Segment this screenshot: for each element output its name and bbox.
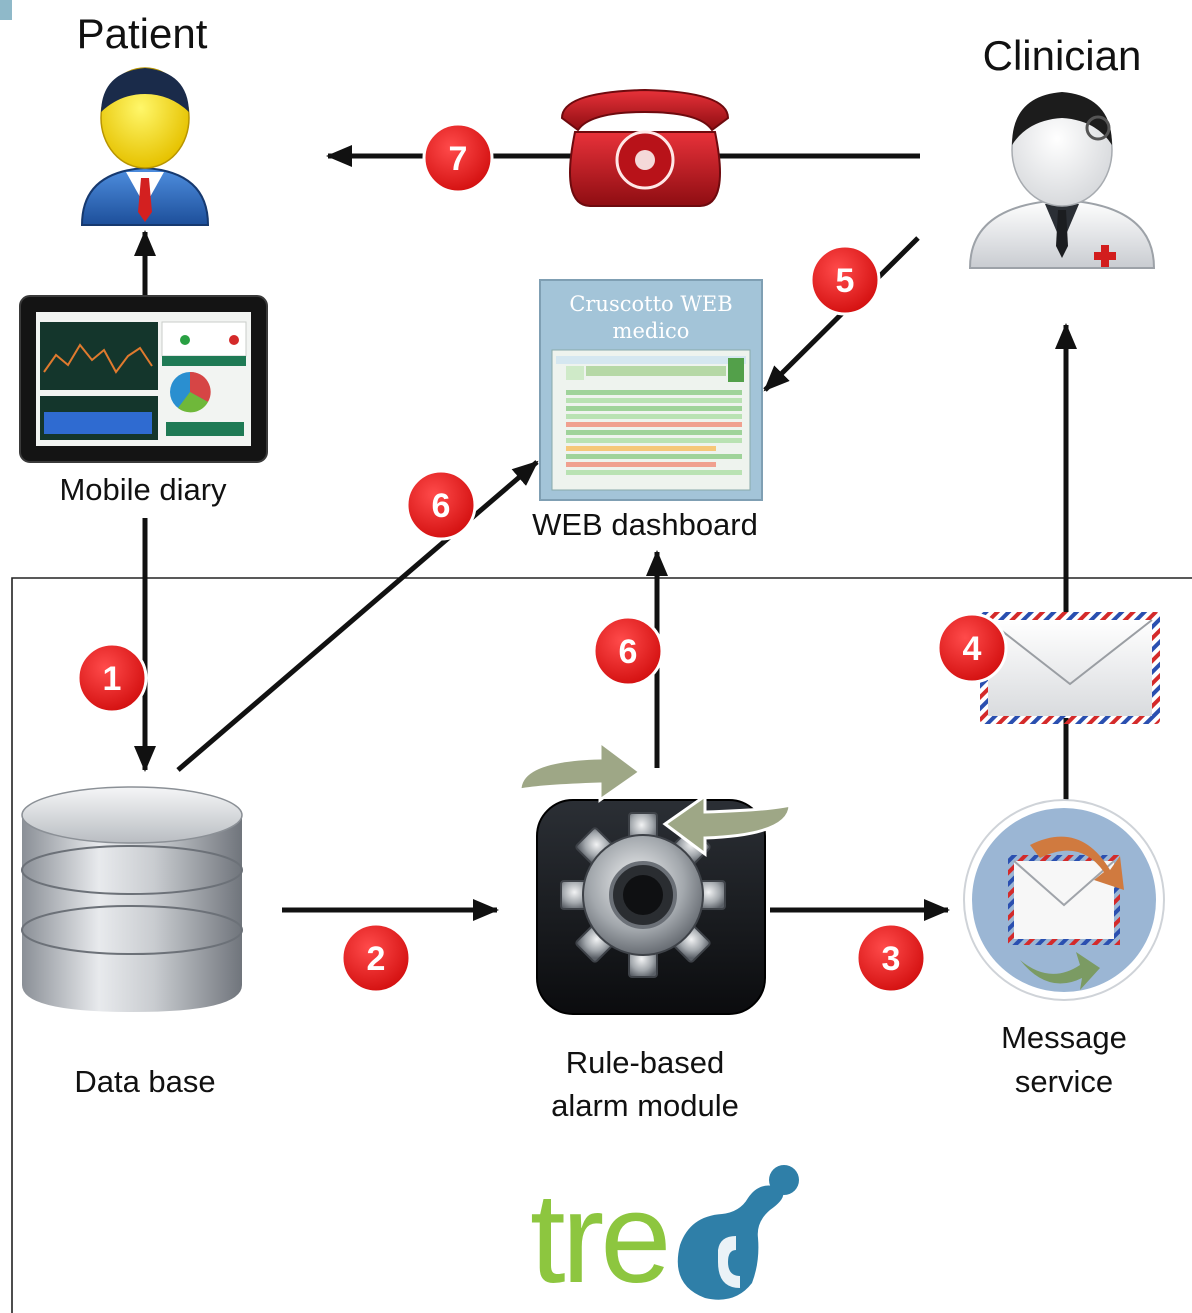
step-badge-5: 5 xyxy=(809,244,881,316)
step-badge-1: 1 xyxy=(76,642,148,714)
cycle-arrow-lower xyxy=(662,793,792,857)
email-envelope-icon xyxy=(980,612,1160,724)
svg-text:3: 3 xyxy=(882,940,901,978)
corner-tab xyxy=(0,0,12,20)
step-badge-6-database: 6 xyxy=(405,469,477,541)
step-badge-2: 2 xyxy=(340,922,412,994)
cycle-arrow-upper xyxy=(518,739,643,803)
dashboard-rows xyxy=(556,356,746,475)
web-dashboard-screen: Cruscotto WEB medico xyxy=(539,279,763,501)
svg-text:6: 6 xyxy=(619,633,638,671)
step-badge-3: 3 xyxy=(855,922,927,994)
svg-text:5: 5 xyxy=(836,262,855,300)
clinician-label: Clinician xyxy=(983,32,1142,79)
alarm-module-label-line2: alarm module xyxy=(551,1088,739,1123)
message-service-icon xyxy=(963,799,1165,1001)
mobile-diary-tablet-icon xyxy=(19,295,268,463)
system-boundary xyxy=(11,577,1192,1313)
svg-text:1: 1 xyxy=(103,660,122,698)
svg-text:2: 2 xyxy=(367,940,386,978)
step-badge-6-alarm: 6 xyxy=(592,615,664,687)
clinician-avatar-icon xyxy=(968,92,1156,269)
svg-text:6: 6 xyxy=(432,487,451,525)
mobile-diary-label: Mobile diary xyxy=(59,472,227,507)
dashboard-title-line1: Cruscotto WEB xyxy=(569,292,732,316)
database-label: Data base xyxy=(74,1064,215,1099)
trec-brand-logo: tre xyxy=(530,1165,799,1310)
rule-based-alarm-module-icon xyxy=(518,739,792,1015)
svg-text:4: 4 xyxy=(963,630,982,668)
step-badge-7: 7 xyxy=(422,122,494,194)
arrow-database-to-dashboard xyxy=(176,460,539,772)
patient-label: Patient xyxy=(77,10,208,57)
step-badge-4: 4 xyxy=(936,612,1008,684)
database-icon xyxy=(21,786,243,1012)
message-service-label-line1: Message xyxy=(1001,1020,1127,1055)
svg-text:7: 7 xyxy=(449,140,468,178)
dashboard-title-line2: medico xyxy=(613,319,690,343)
patient-avatar-icon xyxy=(80,67,210,226)
message-service-label-line2: service xyxy=(1015,1064,1113,1099)
svg-text:tre: tre xyxy=(530,1167,667,1310)
web-dashboard-label: WEB dashboard xyxy=(532,507,758,542)
alarm-module-label-line1: Rule-based xyxy=(566,1045,725,1080)
telephone-icon xyxy=(560,88,730,207)
